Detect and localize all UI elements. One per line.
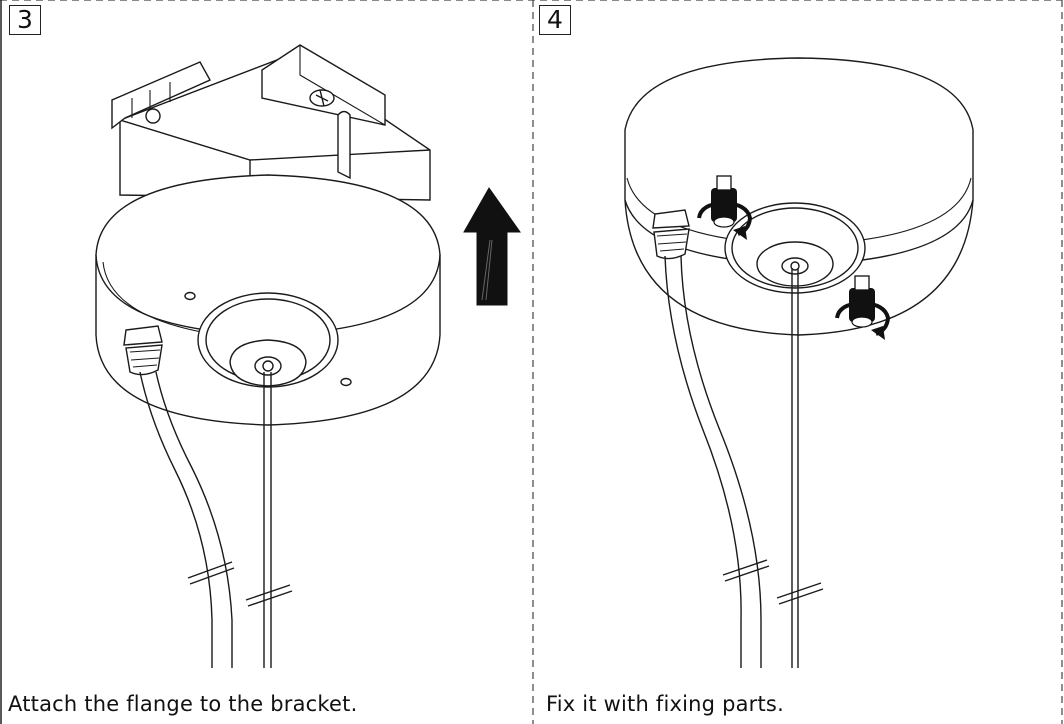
rotate-arrow-icon xyxy=(697,200,753,236)
step-4-illustration xyxy=(624,57,974,668)
step-3-illustration xyxy=(95,44,521,668)
flange-icon xyxy=(624,57,974,336)
step-4-panel: 4 Fix it with fixing parts. xyxy=(533,0,1064,724)
cable-right-edge xyxy=(155,371,233,668)
cable-break-mark xyxy=(722,559,770,582)
step-caption: Fix it with fixing parts. xyxy=(546,692,784,716)
cable-left-edge xyxy=(139,371,213,668)
cable-break-mark xyxy=(187,561,235,585)
rotate-arrow-icon xyxy=(835,300,891,336)
step-3-panel: 3 Attach the flange to the bracket. xyxy=(8,5,521,716)
flange-icon xyxy=(95,174,441,426)
cable-right-edge xyxy=(680,255,762,668)
suspension-wire-icon xyxy=(776,268,824,668)
up-arrow-icon xyxy=(463,187,521,306)
suspension-wire-icon xyxy=(245,372,293,668)
step-number-badge: 4 xyxy=(539,5,571,35)
step-caption: Attach the flange to the bracket. xyxy=(8,692,358,716)
cable-gland-icon xyxy=(652,209,690,260)
cable-gland-icon xyxy=(123,325,163,376)
step-number-badge: 3 xyxy=(9,5,41,35)
